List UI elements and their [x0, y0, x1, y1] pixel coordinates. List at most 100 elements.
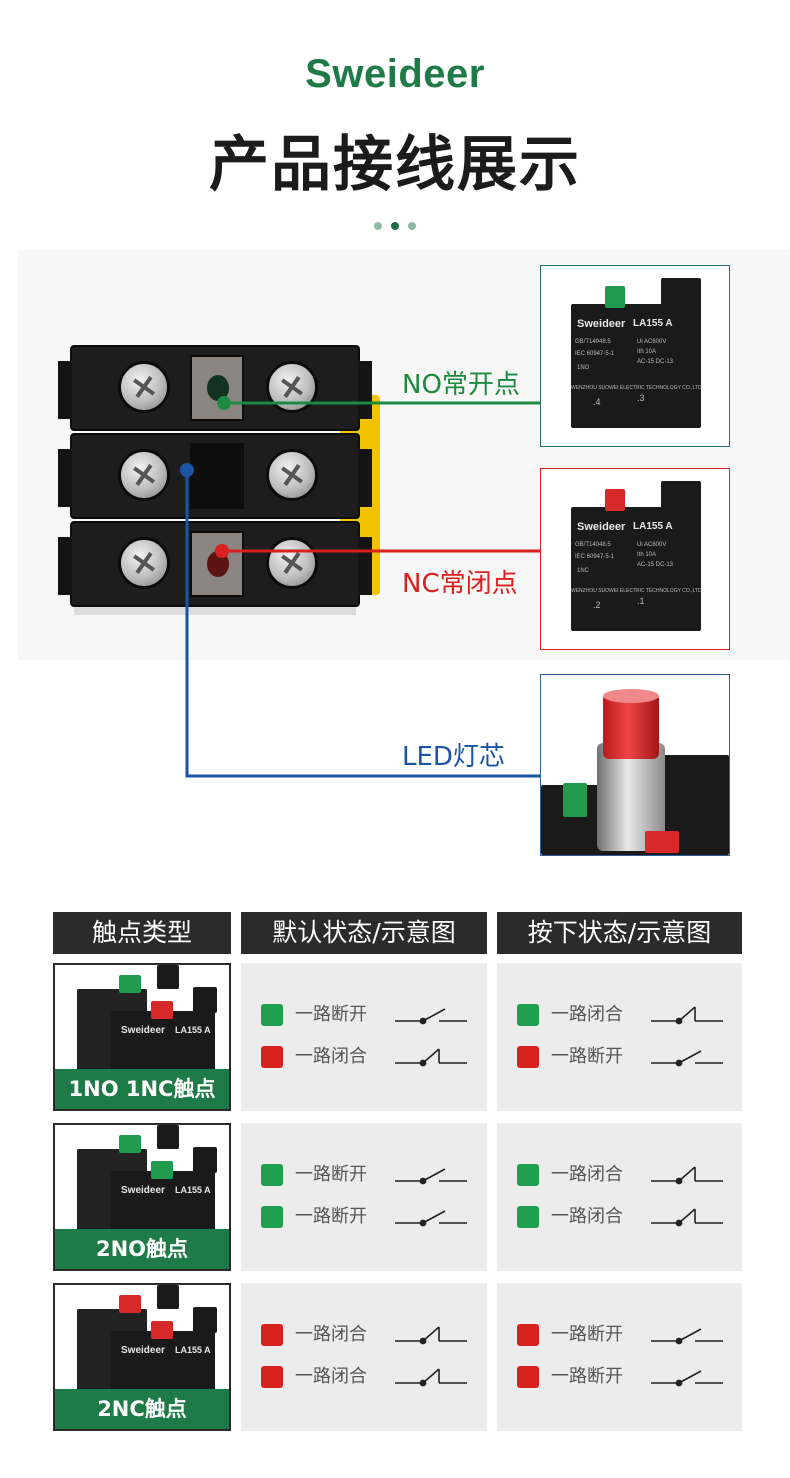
red-square-icon	[261, 1324, 283, 1346]
state-text: 一路闭合	[295, 1366, 367, 1387]
nc-contact-label: NC常闭点	[402, 569, 518, 599]
contact-type-cell: Sweideer LA155 A 2NC触点	[53, 1283, 231, 1431]
no-contact-photo: Sweideer LA155 A GB/T14048.5 IEC 60947-5…	[540, 265, 730, 447]
nc-contact-tier	[58, 521, 372, 607]
contact-type-label: 2NC触点	[55, 1389, 229, 1429]
no-contact-tier	[58, 345, 372, 431]
block-model: LA155 A	[175, 1185, 211, 1195]
block-brand: Sweideer	[121, 1185, 165, 1196]
green-square-icon	[517, 1206, 539, 1228]
terminal-screw	[118, 537, 170, 589]
led-tier	[58, 433, 372, 519]
default-state-cell: 一路断开一路闭合	[241, 963, 487, 1111]
header-contact-type: 触点类型	[53, 912, 231, 954]
switch-open-icon	[651, 1370, 723, 1387]
led-core-label: LED灯芯	[402, 742, 505, 772]
state-line: 一路断开	[261, 1163, 471, 1187]
green-square-icon	[517, 1164, 539, 1186]
contact-window	[190, 531, 244, 597]
switch-open-icon	[395, 1210, 467, 1227]
red-square-icon	[517, 1046, 539, 1068]
red-square-icon	[517, 1366, 539, 1388]
red-square-icon	[261, 1366, 283, 1388]
switch-open-icon	[651, 1328, 723, 1345]
led-core-photo	[540, 674, 730, 856]
dot-active	[391, 222, 399, 230]
contact-type-label: 1NO 1NC触点	[55, 1069, 229, 1109]
led-pin	[180, 463, 194, 477]
block-brand: Sweideer	[121, 1025, 165, 1036]
state-text: 一路闭合	[551, 1004, 623, 1025]
dot	[408, 222, 416, 230]
red-square-icon	[517, 1324, 539, 1346]
state-line: 一路闭合	[517, 1205, 727, 1229]
pressed-state-cell: 一路断开一路断开	[497, 1283, 742, 1431]
state-line: 一路断开	[261, 1003, 471, 1027]
state-text: 一路闭合	[551, 1206, 623, 1227]
block-brand: Sweideer	[121, 1345, 165, 1356]
state-text: 一路断开	[295, 1206, 367, 1227]
state-line: 一路断开	[261, 1205, 471, 1229]
green-actuator	[119, 1135, 141, 1153]
dot	[374, 222, 382, 230]
header-pressed-state: 按下状态/示意图	[497, 912, 742, 954]
contact-window	[190, 355, 244, 421]
green-actuator	[151, 1161, 173, 1179]
no-contact-label: NO常开点	[402, 370, 520, 400]
state-text: 一路闭合	[295, 1324, 367, 1345]
state-text: 一路断开	[551, 1324, 623, 1345]
green-square-icon	[517, 1004, 539, 1026]
green-square-icon	[261, 1164, 283, 1186]
nc-pin	[215, 544, 229, 558]
no-pin	[217, 396, 231, 410]
state-line: 一路闭合	[261, 1323, 471, 1347]
contact-type-cell: Sweideer LA155 A 1NO 1NC触点	[53, 963, 231, 1111]
red-actuator	[151, 1001, 173, 1019]
terminal-screw	[266, 449, 318, 501]
red-actuator	[151, 1321, 173, 1339]
state-text: 一路断开	[551, 1046, 623, 1067]
section-dots	[374, 222, 416, 232]
terminal-screw	[266, 537, 318, 589]
state-text: 一路断开	[295, 1164, 367, 1185]
state-line: 一路闭合	[261, 1365, 471, 1389]
page-title: 产品接线展示	[209, 130, 581, 200]
red-actuator	[119, 1295, 141, 1313]
green-actuator	[119, 975, 141, 993]
leader-lines	[180, 396, 540, 778]
switch-closed-icon	[651, 1006, 723, 1025]
pressed-state-cell: 一路闭合一路闭合	[497, 1123, 742, 1271]
state-line: 一路闭合	[517, 1163, 727, 1187]
switch-open-icon	[651, 1050, 723, 1067]
switch-open-icon	[395, 1008, 467, 1025]
led-window	[190, 443, 244, 509]
terminal-screw	[118, 449, 170, 501]
state-line: 一路闭合	[517, 1003, 727, 1027]
nc-contact-photo: Sweideer LA155 A GB/T14048.5 IEC 60947-5…	[540, 468, 730, 650]
led-leader-line	[185, 470, 540, 778]
switch-closed-icon	[395, 1326, 467, 1345]
switch-open-icon	[395, 1168, 467, 1185]
state-text: 一路断开	[551, 1366, 623, 1387]
brand-logo: Sweideer	[305, 52, 485, 96]
header-default-state: 默认状态/示意图	[241, 912, 487, 954]
state-text: 一路闭合	[551, 1164, 623, 1185]
block-model: LA155 A	[175, 1345, 211, 1355]
switch-closed-icon	[651, 1166, 723, 1185]
red-square-icon	[261, 1046, 283, 1068]
switch-closed-icon	[651, 1208, 723, 1227]
switch-closed-icon	[395, 1048, 467, 1067]
pressed-state-cell: 一路闭合一路断开	[497, 963, 742, 1111]
terminal-screw	[118, 361, 170, 413]
switch-closed-icon	[395, 1368, 467, 1387]
state-line: 一路闭合	[261, 1045, 471, 1069]
state-text: 一路断开	[295, 1004, 367, 1025]
state-line: 一路断开	[517, 1045, 727, 1069]
default-state-cell: 一路闭合一路闭合	[241, 1283, 487, 1431]
green-square-icon	[261, 1004, 283, 1026]
state-text: 一路闭合	[295, 1046, 367, 1067]
state-line: 一路断开	[517, 1365, 727, 1389]
block-model: LA155 A	[175, 1025, 211, 1035]
contact-block-module	[58, 345, 372, 615]
